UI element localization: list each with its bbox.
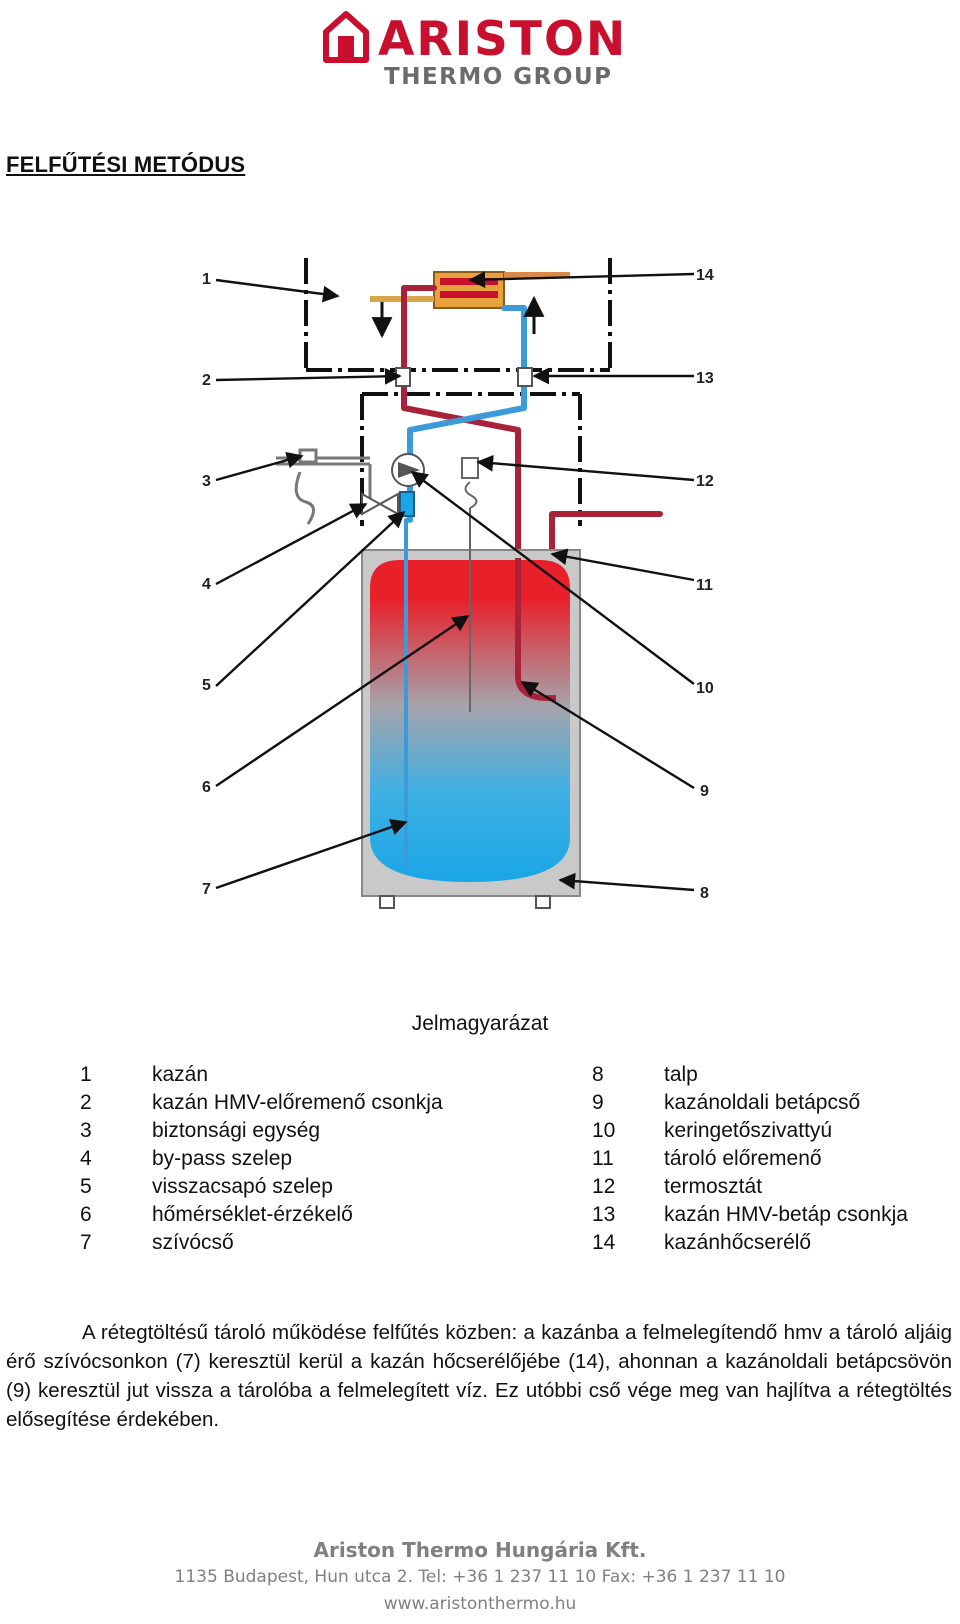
legend-label: by-pass szelep	[152, 1147, 293, 1170]
legend-heading: Jelmagyarázat	[411, 1012, 549, 1035]
legend-number: 8	[592, 1063, 604, 1086]
callout-line-9	[520, 680, 695, 790]
legend-number: 14	[592, 1231, 616, 1254]
legend-label: kazán	[152, 1063, 209, 1086]
description-paragraph: A rétegtöltésű tároló működése felfűtés …	[6, 1321, 952, 1431]
safety-unit	[276, 448, 372, 525]
callout-7: 7	[202, 881, 211, 898]
legend-number: 9	[592, 1091, 604, 1114]
callout-12: 12	[696, 473, 714, 490]
legend-label: keringetőszivattyú	[664, 1119, 833, 1142]
callout-line-12	[476, 454, 695, 482]
footer-website: www.aristonthermo.hu	[383, 1594, 577, 1614]
legend-number: 7	[80, 1231, 92, 1254]
footer-address: 1135 Budapest, Hun utca 2. Tel: +36 1 23…	[174, 1567, 786, 1587]
footer-company: Ariston Thermo Hungária Kft.	[313, 1538, 647, 1562]
callout-line-8	[558, 872, 695, 892]
brand-name: ARISTON	[378, 12, 628, 67]
callout-2: 2	[202, 372, 211, 389]
callout-line-3	[215, 451, 304, 482]
circulation-pump-icon	[391, 453, 425, 487]
check-valve	[399, 491, 415, 517]
legend-number: 3	[80, 1119, 92, 1142]
legend-label: tároló előremenő	[664, 1147, 822, 1170]
legend-label: szívócső	[152, 1231, 234, 1254]
callout-8: 8	[700, 885, 709, 902]
callout-line-1	[215, 278, 340, 303]
callout-line-11	[550, 548, 695, 582]
legend-label: kazánoldali betápcső	[664, 1091, 861, 1114]
callout-line-2	[215, 367, 402, 385]
house-logo-icon	[323, 11, 369, 63]
legend-label: kazán HMV-előremenő csonkja	[152, 1091, 443, 1114]
brand-subtitle: THERMO GROUP	[384, 64, 613, 90]
boiler-tank-diagram: 1 2 3 4 5 6 7 14 13 12 11 10 9 8	[202, 258, 714, 909]
legend-number: 10	[592, 1119, 616, 1142]
callout-9: 9	[700, 783, 709, 800]
callout-4: 4	[202, 576, 211, 593]
legend-number: 1	[80, 1063, 92, 1086]
section-title: FELFŰTÉSI METÓDUS	[6, 152, 246, 177]
callout-11: 11	[696, 577, 713, 594]
callout-3: 3	[202, 473, 211, 490]
legend-number: 4	[80, 1147, 92, 1170]
legend-label: visszacsapó szelep	[152, 1175, 333, 1198]
callout-5: 5	[202, 677, 211, 694]
callout-6: 6	[202, 779, 211, 796]
callout-line-5	[215, 510, 406, 687]
legend-label: kazán HMV-betáp csonkja	[664, 1203, 908, 1226]
legend-number: 13	[592, 1203, 616, 1226]
legend-number: 11	[592, 1147, 614, 1170]
legend-label: kazánhőcserélő	[664, 1231, 812, 1254]
callout-13: 13	[696, 370, 714, 387]
tank-outlet-pipe	[549, 511, 663, 561]
callout-14: 14	[696, 267, 714, 284]
legend-label: biztonsági egység	[152, 1119, 321, 1142]
callout-line-10	[410, 470, 695, 685]
bypass-valve-icon	[361, 492, 399, 516]
callout-line-7	[215, 819, 408, 890]
legend-number: 12	[592, 1175, 616, 1198]
legend-label: termosztát	[664, 1175, 763, 1198]
callout-line-14	[468, 271, 695, 288]
legend-number: 5	[80, 1175, 92, 1198]
legend-number: 2	[80, 1091, 92, 1114]
callout-line-6	[215, 615, 470, 787]
legend-number: 6	[80, 1203, 92, 1226]
legend-label: hőmérséklet-érzékelő	[152, 1203, 353, 1226]
callout-line-4	[215, 502, 368, 586]
callout-10: 10	[696, 680, 714, 697]
callout-1: 1	[202, 271, 211, 288]
legend-label: talp	[664, 1063, 698, 1086]
